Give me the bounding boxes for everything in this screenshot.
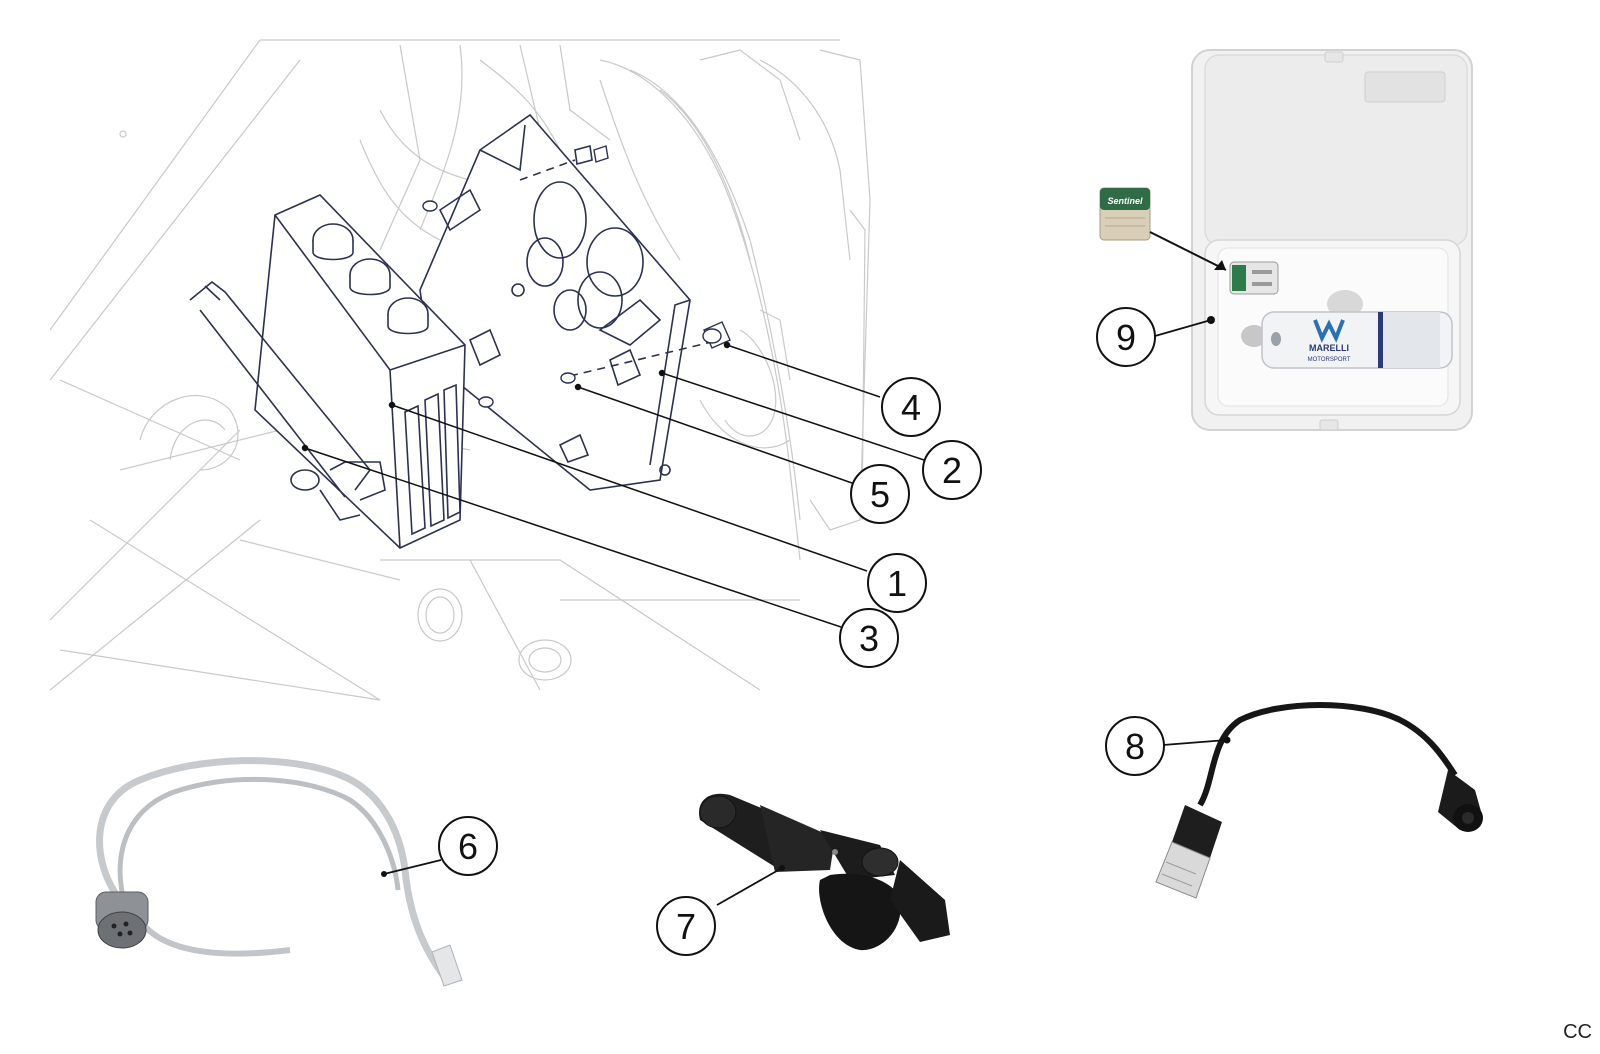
usb-stick-brand: MARELLI: [1309, 343, 1349, 353]
callout-1-label: 1: [887, 563, 907, 604]
callout-3: 3: [839, 608, 899, 668]
gray-cable: [95, 757, 463, 987]
electronics-module: [254, 194, 466, 549]
retaining-strap: [189, 280, 386, 521]
callout-6-label: 6: [458, 826, 478, 867]
callout-2: 2: [922, 440, 982, 500]
callout-2-label: 2: [942, 450, 962, 491]
vehicle-background-drawing: [49, 39, 871, 701]
callout-7-label: 7: [676, 906, 696, 947]
callout-1: 1: [867, 553, 927, 613]
dongle-brand: Sentinel: [1107, 196, 1143, 206]
leader-lines-upper: [301, 341, 925, 628]
callout-9: 9: [1096, 307, 1156, 367]
callout-7: 7: [656, 896, 716, 956]
leader-line-9: [1154, 316, 1215, 337]
callout-5: 5: [850, 464, 910, 524]
usb-adapter-cable: [1155, 702, 1483, 899]
usb-stick-subbrand: MOTORSPORT: [1308, 357, 1351, 363]
callout-3-label: 3: [859, 618, 879, 659]
usb-key-case: MARELLI MOTORSPORT: [1191, 49, 1473, 431]
callout-4: 4: [881, 377, 941, 437]
sentinel-dongle: Sentinel: [1099, 187, 1227, 271]
fasteners: [422, 145, 731, 408]
mounting-bracket: [419, 113, 721, 491]
corner-code: CC: [1563, 1021, 1592, 1043]
callout-5-label: 5: [870, 474, 890, 515]
callout-4-label: 4: [901, 387, 921, 428]
camera: [699, 793, 950, 951]
callout-9-label: 9: [1116, 317, 1136, 358]
callout-8: 8: [1105, 716, 1165, 776]
callout-8-label: 8: [1125, 726, 1145, 767]
callout-6: 6: [438, 816, 498, 876]
